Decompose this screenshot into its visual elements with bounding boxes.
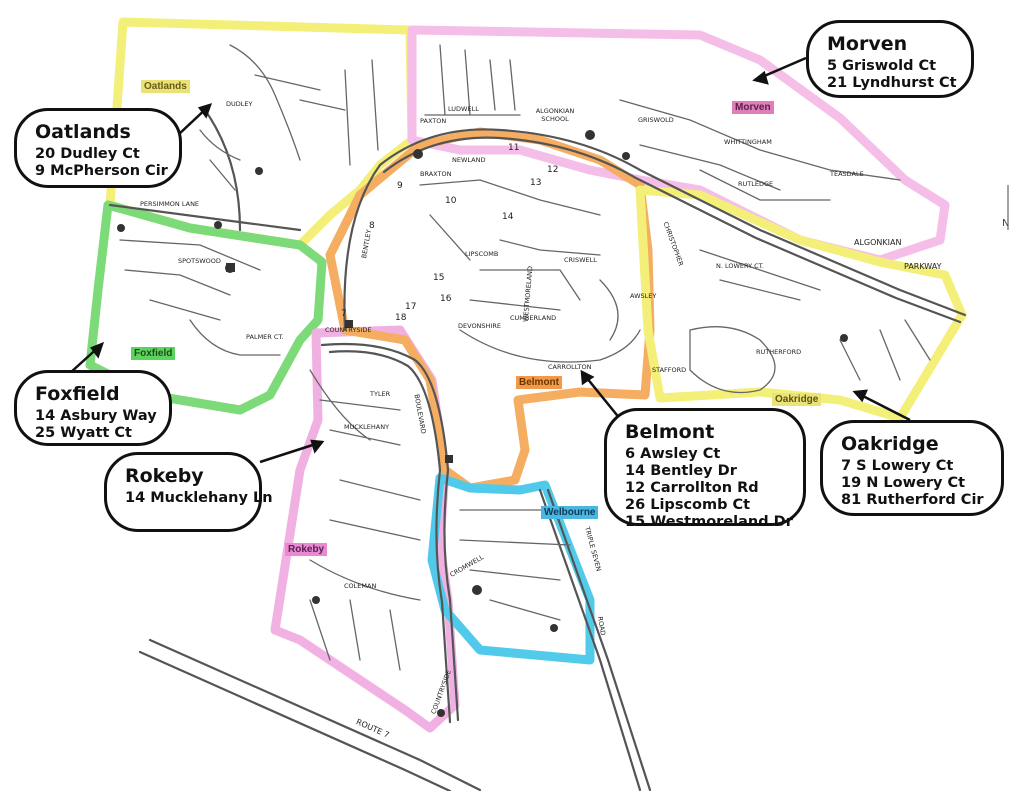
callout-belmont-address-5: 15 Westmoreland Dr — [625, 514, 793, 530]
callout-oakridge-name: Oakridge — [841, 433, 939, 455]
marker-13: 14 — [502, 212, 514, 222]
marker-12: 13 — [530, 178, 542, 188]
countryside-boulevard — [320, 342, 460, 722]
marker-7: 8 — [369, 221, 375, 231]
callout-foxfield: Foxfield 14 Asbury Way 25 Wyatt Ct — [14, 370, 172, 446]
callout-morven-address-2: 21 Lyndhurst Ct — [827, 75, 957, 91]
street-newland: NEWLAND — [452, 156, 486, 164]
street-griswold: GRISWOLD — [638, 116, 674, 124]
street-parkway: PARKWAY — [904, 262, 942, 271]
street-braxton: BRAXTON — [420, 170, 452, 178]
callout-oatlands: Oatlands 20 Dudley Ct 9 McPherson Cir — [14, 108, 182, 188]
triple-seven-road-b — [546, 488, 652, 791]
svg-text:N: N — [1002, 218, 1009, 229]
marker-9: 10 — [445, 196, 457, 206]
street-persimmon: PERSIMMON LANE — [140, 200, 200, 208]
map-label-belmont: Belmont — [516, 376, 562, 389]
callout-belmont-address-4: 26 Lipscomb Ct — [625, 497, 751, 513]
callout-foxfield-name: Foxfield — [35, 383, 120, 405]
street-algonkian-parkway: ALGONKIAN — [854, 238, 902, 247]
map-label-welbourne: Welbourne — [541, 506, 599, 519]
street-carrollton: CARROLLTON — [548, 363, 592, 371]
callout-oakridge: Oakridge 7 S Lowery Ct 19 N Lowery Ct 81… — [820, 420, 1004, 516]
callout-oatlands-address-2: 9 McPherson Cir — [35, 163, 168, 179]
callout-rokeby: Rokeby 14 Mucklehany Ln — [104, 452, 273, 532]
callout-oatlands-address-1: 20 Dudley Ct — [35, 146, 140, 162]
street-ludwell: LUDWELL — [448, 105, 479, 113]
map-label-morven: Morven — [732, 101, 774, 114]
persimmon-lane — [108, 203, 302, 232]
route-7 — [148, 638, 482, 791]
countryside-boulevard-inner — [328, 350, 452, 724]
street-dudley: DUDLEY — [226, 100, 253, 108]
oatlands-inner-loop — [203, 108, 242, 232]
street-criswell: CRISWELL — [564, 256, 597, 264]
oakridge-boundary — [635, 185, 967, 423]
marker-14: 15 — [433, 273, 445, 283]
callout-oatlands-name: Oatlands — [35, 121, 131, 143]
callout-morven-address-1: 5 Griswold Ct — [827, 58, 937, 74]
street-algonkian-school: ALGONKIAN SCHOOL — [535, 107, 575, 123]
street-paxton: PAXTON — [420, 117, 447, 125]
callout-oakridge-address-3: 81 Rutherford Cir — [841, 492, 984, 508]
callout-oakridge-address-1: 7 S Lowery Ct — [841, 458, 954, 474]
algonkian-parkway-inner — [382, 136, 962, 324]
street-mucklehany: MUCKLEHANY — [344, 423, 390, 431]
map-label-oakridge: Oakridge — [772, 393, 822, 406]
algonkian-parkway — [378, 128, 967, 317]
marker-6: 7 — [341, 309, 347, 319]
map-label-rokeby: Rokeby — [285, 543, 328, 556]
callout-rokeby-name: Rokeby — [125, 465, 204, 487]
street-palmer: PALMER CT. — [246, 333, 284, 341]
north-arrow-icon: N — [1002, 185, 1009, 230]
callout-rokeby-address-1: 14 Mucklehany Ln — [125, 490, 273, 506]
callout-morven: Morven 5 Griswold Ct 21 Lyndhurst Ct — [806, 20, 974, 98]
marker-8: 9 — [397, 181, 403, 191]
street-rutherford: RUTHERFORD — [756, 348, 802, 356]
triple-seven-road — [538, 488, 642, 791]
map-label-oatlands: Oatlands — [141, 80, 190, 93]
street-stafford: STAFFORD — [652, 366, 687, 374]
callout-belmont-address-3: 12 Carrollton Rd — [625, 480, 759, 496]
curved-inner-road — [343, 163, 382, 332]
route-7-b — [138, 650, 452, 791]
map-label-foxfield: Foxfield — [131, 347, 176, 360]
street-lipscomb: LIPSCOMB — [465, 250, 499, 258]
street-teasdale: TEASDALE — [830, 170, 864, 178]
marker-17: 18 — [395, 313, 407, 323]
street-coleman: COLEMAN — [344, 582, 377, 590]
street-countryside: COUNTRYSIDE — [325, 326, 372, 334]
callout-belmont: Belmont 6 Awsley Ct 14 Bentley Dr 12 Car… — [604, 408, 806, 530]
street-spotswood: SPOTSWOOD — [178, 257, 221, 265]
street-rutledge: RUTLEDGE — [738, 180, 774, 188]
street-lowery: N. LOWERY CT. — [716, 262, 764, 270]
street-awsley: AWSLEY — [630, 292, 657, 300]
street-whittingham: WHITTINGHAM — [724, 138, 772, 146]
street-tyler: TYLER — [370, 390, 391, 398]
callout-foxfield-address-1: 14 Asbury Way — [35, 408, 157, 424]
callout-belmont-name: Belmont — [625, 421, 715, 443]
arrow-rokeby — [259, 440, 323, 464]
callout-foxfield-address-2: 25 Wyatt Ct — [35, 425, 132, 441]
marker-15: 16 — [440, 294, 452, 304]
belmont-boundary — [325, 127, 655, 493]
callout-belmont-address-2: 14 Bentley Dr — [625, 463, 737, 479]
street-devonshire: DEVONSHIRE — [458, 322, 501, 330]
callout-belmont-address-1: 6 Awsley Ct — [625, 446, 721, 462]
marker-10: 11 — [508, 143, 520, 153]
callout-morven-name: Morven — [827, 33, 908, 55]
marker-11: 12 — [547, 165, 559, 175]
marker-16: 17 — [405, 302, 417, 312]
callout-oakridge-address-2: 19 N Lowery Ct — [841, 475, 966, 491]
street-cumberland: CUMBERLAND — [510, 314, 557, 322]
